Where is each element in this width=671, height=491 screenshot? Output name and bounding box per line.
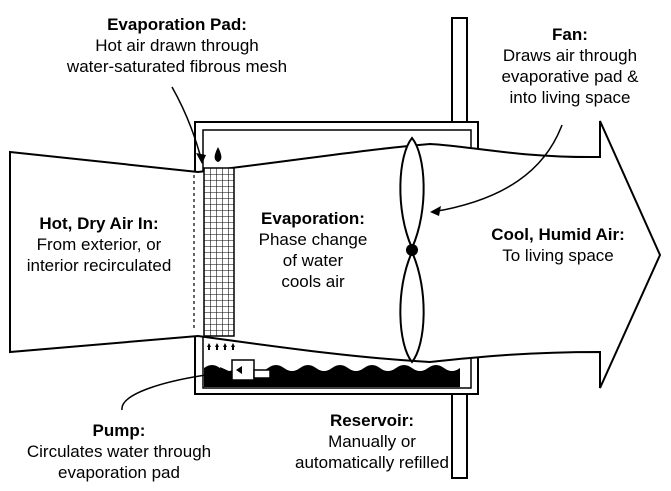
label-cool-humid-air: Cool, Humid Air: To living space xyxy=(478,224,638,266)
label-desc: Phase change of water cools air xyxy=(258,230,368,291)
fan-icon xyxy=(399,136,425,364)
label-desc: To living space xyxy=(502,246,614,265)
label-title: Evaporation: xyxy=(261,209,365,228)
airflow-path xyxy=(9,120,662,389)
water-drop-icon xyxy=(214,147,222,162)
label-desc: Hot air drawn through water-saturated fi… xyxy=(66,36,288,76)
label-hot-dry-air: Hot, Dry Air In: From exterior, or inter… xyxy=(4,213,194,276)
label-evaporation-pad: Evaporation Pad: Hot air drawn through w… xyxy=(62,14,292,77)
arrowheads xyxy=(196,153,441,376)
label-title: Pump: xyxy=(92,421,146,440)
fan-leader-arrow xyxy=(431,124,563,213)
label-title: Evaporation Pad: xyxy=(107,15,247,34)
evaporation-pad-mesh xyxy=(203,167,235,337)
label-desc: Circulates water through evaporation pad xyxy=(26,442,212,482)
label-pump: Pump: Circulates water through evaporati… xyxy=(14,420,224,483)
label-evaporation: Evaporation: Phase change of water cools… xyxy=(248,208,378,292)
label-title: Reservoir: xyxy=(329,411,415,430)
label-fan: Fan: Draws air through evaporative pad &… xyxy=(480,24,660,108)
label-desc: From exterior, or interior recirculated xyxy=(26,235,172,275)
label-title: Fan: xyxy=(552,25,588,44)
label-title: Cool, Humid Air: xyxy=(491,225,625,244)
pump-icon xyxy=(231,359,271,381)
label-reservoir: Reservoir: Manually or automatically ref… xyxy=(272,410,472,473)
water-drips xyxy=(207,343,235,350)
label-desc: Manually or automatically refilled xyxy=(294,432,449,472)
label-title: Hot, Dry Air In: xyxy=(39,214,159,233)
label-desc: Draws air through evaporative pad & into… xyxy=(501,46,639,107)
pump-leader-arrow xyxy=(121,371,229,411)
